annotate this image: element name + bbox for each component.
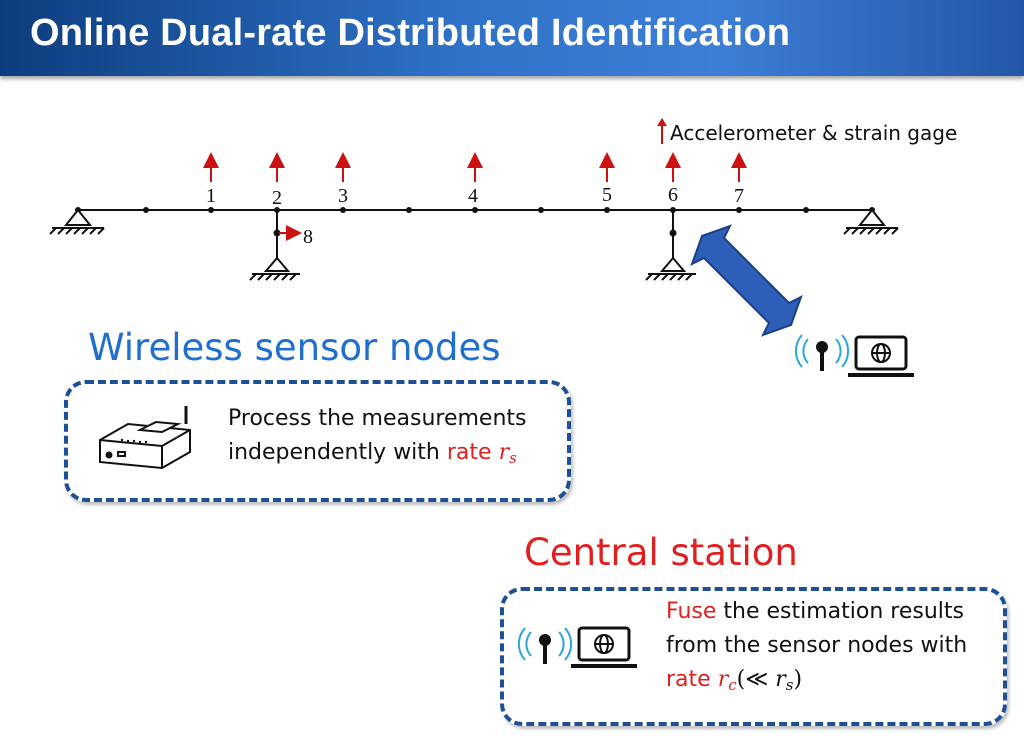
node-label-6: 6 — [668, 184, 678, 206]
sensor-arrows — [203, 152, 747, 241]
central-rate-relation-sub: s — [785, 676, 794, 694]
central-rate-sub: c — [728, 676, 737, 694]
laptop-icon — [848, 335, 914, 377]
central-rate-relation-open: (≪ — [736, 667, 776, 692]
wireless-section-title: Wireless sensor nodes — [88, 326, 501, 369]
node-label-1: 1 — [206, 185, 216, 207]
antenna-icon — [517, 627, 573, 664]
wireless-rate-sub: s — [509, 449, 517, 467]
node-label-7: 7 — [734, 185, 744, 207]
central-rate-relation-symbol: r — [775, 667, 786, 692]
antenna-icon — [794, 334, 850, 371]
central-description: Fuse the estimation results from the sen… — [666, 595, 967, 702]
central-rate-relation-close: ) — [793, 667, 803, 692]
beam-joints — [75, 207, 875, 213]
left-support — [49, 208, 105, 235]
globe-icon — [594, 634, 614, 654]
node-label-5: 5 — [602, 184, 612, 206]
globe-icon — [871, 343, 891, 363]
column-right — [645, 210, 696, 281]
right-support — [843, 208, 899, 235]
central-line-1: Fuse the estimation results — [666, 599, 964, 624]
node-label-3: 3 — [338, 185, 348, 207]
central-fuse-word: Fuse — [666, 599, 717, 624]
central-rate-symbol: r — [717, 667, 729, 692]
double-arrow-icon — [690, 224, 803, 337]
node-label-2: 2 — [272, 187, 282, 209]
node-label-8: 8 — [303, 226, 313, 248]
central-section-title: Central station — [524, 531, 798, 574]
central-rate-word: rate — [666, 667, 718, 692]
title-bar: Online Dual-rate Distributed Identificat… — [0, 0, 1024, 76]
legend-arrow-icon — [657, 118, 667, 144]
legend-label: Accelerometer & strain gage — [670, 121, 958, 145]
column-left — [249, 210, 300, 281]
slide-title: Online Dual-rate Distributed Identificat… — [30, 12, 791, 54]
wireless-description: Process the measurements independently w… — [228, 402, 527, 475]
central-box: Fuse the estimation results from the sen… — [500, 587, 1007, 726]
central-line-2: from the sensor nodes with — [666, 633, 968, 658]
wireless-line-1: Process the measurements — [228, 406, 527, 431]
sensor-node-icon — [99, 406, 191, 470]
wireless-line-2: independently with rate rs — [228, 440, 517, 467]
laptop-icon — [571, 626, 637, 668]
node-label-4: 4 — [468, 185, 478, 207]
wireless-box: Process the measurements independently w… — [64, 380, 571, 502]
wireless-rate-word: rate — [446, 440, 499, 465]
wireless-rate-symbol: r — [498, 440, 510, 465]
central-line-3: rate rc(≪ rs) — [666, 663, 967, 702]
